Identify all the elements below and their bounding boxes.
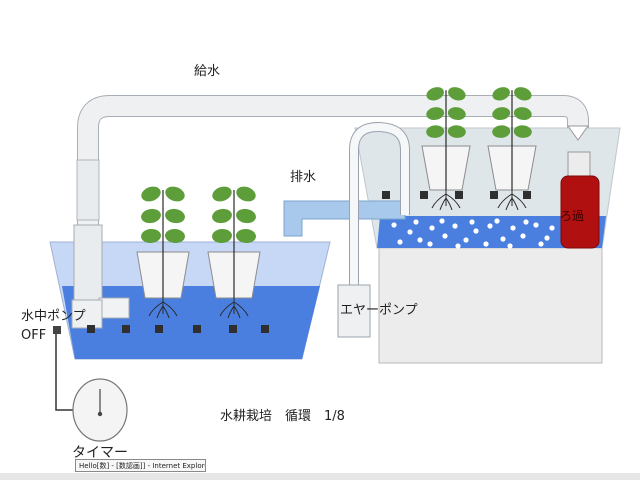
plant-roots [219,298,249,319]
plant-roots [148,298,178,319]
outlet-marker [261,325,269,333]
leaf-icon [492,125,511,138]
leaf-icon [513,125,532,138]
plant [207,186,261,319]
air-bubble [494,218,500,224]
air-bubble [544,235,550,241]
air-bubble [439,218,445,224]
pump-state-label: OFF [21,328,47,343]
plant [421,87,471,211]
air-bubble [549,225,555,231]
leaf-icon [426,125,445,138]
air-bubble [487,223,493,229]
right-grow-tray [354,127,621,249]
outlet-marker [193,325,201,333]
air-pump [337,284,371,338]
plant-roots [431,190,461,211]
air-bubble [469,219,475,225]
air-bubble [417,237,423,243]
air-bubble [413,219,419,225]
leaf-icon [141,208,161,224]
leaf-icon [492,107,511,120]
leaf-icon [141,228,161,244]
air-bubble [520,233,526,239]
leaf-icon [141,186,161,202]
plant [487,87,537,211]
water-outlet-markers [87,191,531,333]
leaf-icon [165,186,185,202]
air-bubble [455,243,461,249]
filter-unit [560,151,600,249]
air-bubbles [391,218,555,249]
leaf-icon [448,87,466,101]
leaf-icon [236,228,256,244]
diagram-caption: 水耕栽培 循環 1/8 [220,409,345,424]
plant-roots [497,190,527,211]
submersible-pump [71,224,130,329]
leaf-icon [236,186,256,202]
air-bubble [427,241,433,247]
filter-label: ろ過 [560,209,585,223]
timer [53,326,128,442]
air-pump-label: エヤーポンプ [340,303,418,318]
air-pump-tube [337,121,410,338]
outlet-marker [229,325,237,333]
leaf-icon [165,228,185,244]
air-bubble [523,219,529,225]
air-bubble [473,228,479,234]
leaf-icon [212,208,232,224]
air-bubble [510,225,516,231]
right-tank-stand [378,245,603,364]
window-tooltip: Hello[数] - [数認画]] - Internet Explorer [75,459,206,472]
timer-label: タイマー [72,445,128,461]
leaf-icon [236,208,256,224]
supply-label: 給水 [194,64,221,79]
leaf-icon [212,186,232,202]
air-bubble [463,237,469,243]
leaf-icon [212,228,232,244]
air-bubble [452,223,458,229]
outlet-marker [122,325,130,333]
air-bubble [533,222,539,228]
plant [136,186,190,319]
outlet-marker [523,191,531,199]
air-bubble [500,236,506,242]
outlet-marker [87,325,95,333]
plants [136,87,537,319]
air-bubble [397,239,403,245]
pump-name-label: 水中ポンプ [21,309,86,324]
leaf-icon [492,87,510,101]
leaf-icon [165,208,185,224]
leaf-icon [447,125,466,138]
leaf-icon [513,107,532,120]
air-bubble [391,222,397,228]
leaf-icon [514,87,532,101]
leaf-icon [426,107,445,120]
air-bubble [507,243,513,249]
drain-label: 排水 [290,170,317,185]
outlet-marker [155,325,163,333]
outlet-marker [420,191,428,199]
right-tray-water [377,216,606,248]
air-bubble [442,233,448,239]
air-bubble [483,241,489,247]
air-bubble [429,225,435,231]
taskbar [0,473,640,480]
supply-pipe [76,95,589,255]
leaf-icon [426,87,444,101]
outlet-marker [455,191,463,199]
supply-arrow-head [567,125,589,141]
air-bubble [538,241,544,247]
air-bubble [407,229,413,235]
outlet-marker [490,191,498,199]
outlet-marker [382,191,390,199]
leaf-icon [447,107,466,120]
